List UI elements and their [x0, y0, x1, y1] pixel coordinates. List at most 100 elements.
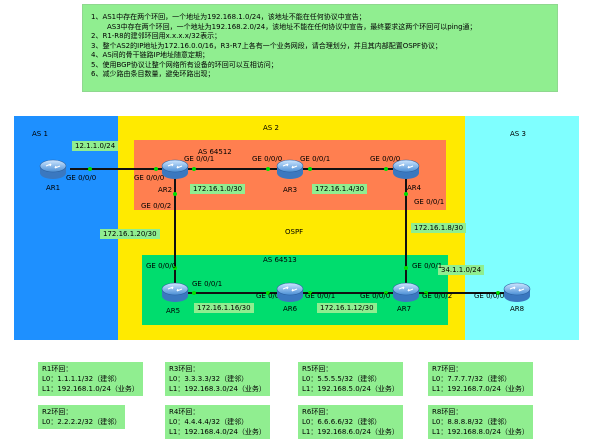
loopback-l0: L0：2.2.2.2/32（建邻） [42, 418, 122, 426]
loopback-title: R3环回： [169, 365, 200, 373]
router-label: AR2 [158, 186, 173, 194]
router-label: AR3 [283, 186, 298, 194]
port-ar2-ge001: GE 0/0/1 [184, 155, 215, 163]
loopback-l0: L0：3.3.3.3/32（建邻） [169, 375, 249, 383]
loopback-title: R1环回： [42, 365, 73, 373]
requirements-box: 1、AS1中存在两个环回，一个地址为192.168.1.0/24，该地址不能在任… [82, 4, 558, 92]
port-dot [384, 167, 388, 171]
router-label: AR7 [397, 305, 412, 313]
router-ar4[interactable]: AR4 [391, 158, 421, 192]
router-icon [161, 282, 189, 302]
loopback-l1: L1：192.168.5.0/24（业务） [302, 385, 399, 393]
loopback-l0: L0：6.6.6.6/32（建邻） [302, 418, 382, 426]
port-dot [173, 192, 177, 196]
port-ar5-ge000: GE 0/0/0 [146, 262, 177, 270]
link-ar4-ar7 [405, 175, 407, 283]
port-dot [424, 291, 428, 295]
port-dot [384, 291, 388, 295]
as1-label: AS 1 [32, 130, 48, 138]
loopback-r3: R3环回： L0：3.3.3.3/32（建邻） L1：192.168.3.0/2… [165, 362, 270, 396]
router-icon [503, 282, 531, 302]
requirement-2: 2、R1-R8的建邻环回用x.x.x.x/32表示； [91, 32, 222, 40]
port-dot [404, 192, 408, 196]
loopback-title: R7环回： [432, 365, 463, 373]
router-ar5[interactable]: AR5 [160, 281, 190, 315]
port-ar5-ge001: GE 0/0/1 [192, 280, 223, 288]
router-label: AR6 [283, 305, 298, 313]
router-icon [161, 159, 189, 179]
router-label: AR1 [46, 184, 61, 192]
as3-label: AS 3 [510, 130, 526, 138]
port-dot [173, 266, 177, 270]
link-ar2-ar5 [174, 175, 176, 283]
loopback-r5: R5环回： L0：5.5.5.5/32（建邻） L1：192.168.5.0/2… [298, 362, 403, 396]
requirement-1b: AS3中存在两个环回，一个地址为192.168.2.0/24，该地址不能在任何协… [107, 22, 477, 31]
port-dot [192, 291, 196, 295]
loopback-title: R5环回： [302, 365, 333, 373]
router-label: AR5 [166, 307, 181, 315]
loopback-l1: L1：192.168.4.0/24（业务） [169, 428, 266, 436]
loopback-l0: L0：4.4.4.4/32（建邻） [169, 418, 249, 426]
router-ar2[interactable]: AR2 [158, 158, 190, 194]
loopback-r2: R2环回： L0：2.2.2.2/32（建邻） [38, 405, 126, 429]
port-dot [88, 167, 92, 171]
network-ar4-ar7: 172.16.1.8/30 [411, 223, 467, 233]
port-ar2-ge002: GE 0/0/2 [141, 202, 172, 210]
network-ar1-ar2: 12.1.1.0/24 [72, 141, 119, 151]
port-ar7-ge001: GE 0/0/1 [412, 262, 443, 270]
port-ar2-ge000: GE 0/0/0 [134, 174, 165, 182]
port-dot [154, 167, 158, 171]
loopback-l0: L0：1.1.1.1/32（建邻） [42, 375, 122, 383]
port-dot [308, 167, 312, 171]
router-ar6[interactable]: AR6 [275, 281, 305, 313]
port-ar6-ge001: GE 0/0/1 [305, 292, 336, 300]
requirement-1: 1、AS1中存在两个环回，一个地址为192.168.1.0/24，该地址不能在任… [91, 13, 366, 21]
router-ar8[interactable]: AR8 [502, 281, 532, 313]
as1-region [14, 116, 118, 340]
router-label: AR8 [510, 305, 525, 313]
port-ar3-ge001: GE 0/0/1 [300, 155, 331, 163]
as2-label: AS 2 [263, 124, 279, 132]
port-ar4-ge001: GE 0/0/1 [414, 198, 445, 206]
requirement-4: 4、AS间的骨干链路IP地址随意定期； [91, 51, 209, 59]
network-ar2-ar3: 172.16.1.0/30 [190, 184, 246, 194]
router-ar7[interactable]: AR7 [391, 281, 421, 313]
port-ar4-ge000: GE 0/0/0 [370, 155, 401, 163]
port-dot [404, 266, 408, 270]
link-ar1-ar2 [70, 168, 170, 170]
requirement-5: 5、使用BGP协议让整个网络所有设备的环回可以互相访问； [91, 60, 278, 69]
port-dot [496, 291, 500, 295]
loopback-r7: R7环回： L0：7.7.7.7/32（建邻） L1：192.168.7.0/2… [428, 362, 533, 396]
router-label: AR4 [407, 184, 422, 192]
loopback-l1: L1：192.168.1.0/24（业务） [42, 385, 139, 393]
link-ar6-ar7 [292, 292, 406, 294]
network-ar2-ar5: 172.16.1.20/30 [100, 229, 160, 239]
port-ar7-ge002: GE 0/0/2 [422, 292, 453, 300]
port-dot [308, 291, 312, 295]
router-ar1[interactable]: AR1 [38, 158, 68, 192]
port-ar1-ge000: GE 0/0/0 [66, 174, 97, 182]
loopback-title: R4环回： [169, 408, 200, 416]
loopback-l0: L0：7.7.7.7/32（建邻） [432, 375, 512, 383]
port-dot [266, 291, 270, 295]
link-ar3-ar4 [292, 168, 406, 170]
loopback-l0: L0：5.5.5.5/32（建邻） [302, 375, 382, 383]
router-icon [39, 159, 67, 179]
network-ar7-ar8: 34.1.1.0/24 [438, 265, 485, 275]
as64512-label: AS 64512 [198, 148, 232, 156]
link-ar2-ar3 [176, 168, 286, 170]
loopback-title: R8环回： [432, 408, 463, 416]
requirement-6: 6、减少路由条目数量，避免环路出现； [91, 70, 215, 78]
router-ar3[interactable]: AR3 [275, 158, 305, 194]
network-ar6-ar7: 172.16.1.12/30 [317, 303, 377, 313]
as64513-label: AS 64513 [263, 256, 297, 264]
port-dot [192, 167, 196, 171]
port-ar3-ge000: GE 0/0/0 [252, 155, 283, 163]
router-icon [392, 282, 420, 302]
port-ar8-ge000: GE 0/0/0 [474, 292, 505, 300]
router-icon [276, 159, 304, 179]
ospf-label: OSPF [285, 228, 304, 236]
router-icon [392, 159, 420, 179]
router-icon [276, 282, 304, 302]
loopback-l1: L1：192.168.6.0/24（业务） [302, 428, 399, 436]
